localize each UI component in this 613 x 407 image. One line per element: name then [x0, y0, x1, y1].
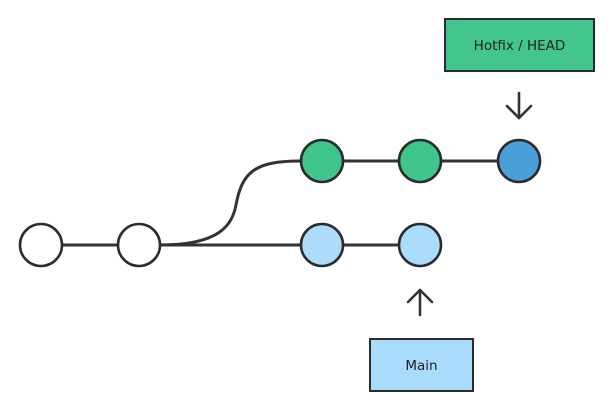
hotfix-label: Hotfix / HEAD [474, 38, 566, 54]
arrow-down-icon [505, 91, 533, 120]
commit-hotfix-2 [397, 138, 443, 184]
commit-base-2 [116, 222, 162, 268]
commit-base-1 [18, 222, 64, 268]
main-label-box [369, 338, 474, 392]
main-label: Main [405, 358, 437, 374]
arrow-up-icon [406, 288, 434, 317]
main-pointer: Main [369, 288, 474, 392]
commit-hotfix-1 [299, 138, 345, 184]
edge-base-2-to-hotfix-1 [158, 159, 302, 247]
hotfix-label-box [444, 18, 595, 72]
commit-main-1 [299, 222, 345, 268]
commits [18, 138, 542, 268]
commit-main-2 [397, 222, 443, 268]
commit-head [496, 138, 542, 184]
hotfix-pointer: Hotfix / HEAD [444, 18, 595, 120]
branch-lines [61, 159, 499, 247]
